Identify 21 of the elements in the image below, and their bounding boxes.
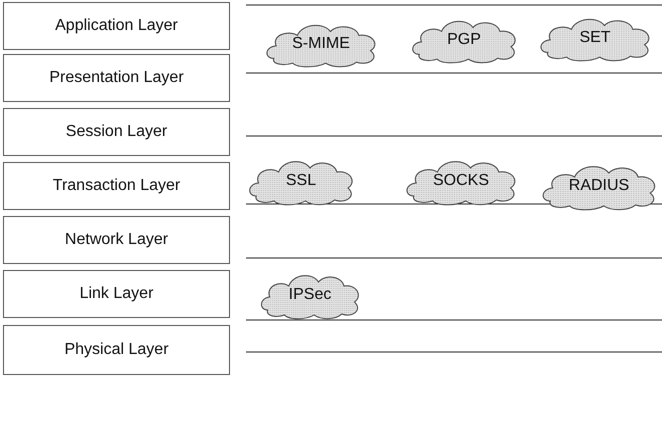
protocol-label: SSL: [286, 172, 316, 190]
protocol-label: SET: [579, 29, 611, 47]
layer-label: Session Layer: [66, 123, 168, 141]
layer-box: [3, 108, 230, 156]
layer-label: Network Layer: [64, 231, 168, 249]
layer-box: [3, 54, 230, 102]
layer-label: Link Layer: [80, 285, 154, 303]
layer-box: [3, 2, 230, 50]
protocol-label: SOCKS: [432, 172, 489, 190]
layer-label: Physical Layer: [64, 341, 169, 359]
layer-box: [3, 325, 230, 375]
layer-box: [3, 270, 230, 318]
protocol-label: RADIUS: [568, 177, 630, 195]
layer-label: Transaction Layer: [52, 177, 180, 195]
protocol-label: S-MIME: [292, 35, 350, 53]
layer-box: [3, 216, 230, 264]
protocol-label: IPSec: [288, 286, 332, 304]
layer-box: [3, 162, 230, 210]
layer-label: Application Layer: [55, 17, 178, 35]
protocol-label: PGP: [447, 31, 481, 49]
layer-label: Presentation Layer: [49, 69, 184, 87]
